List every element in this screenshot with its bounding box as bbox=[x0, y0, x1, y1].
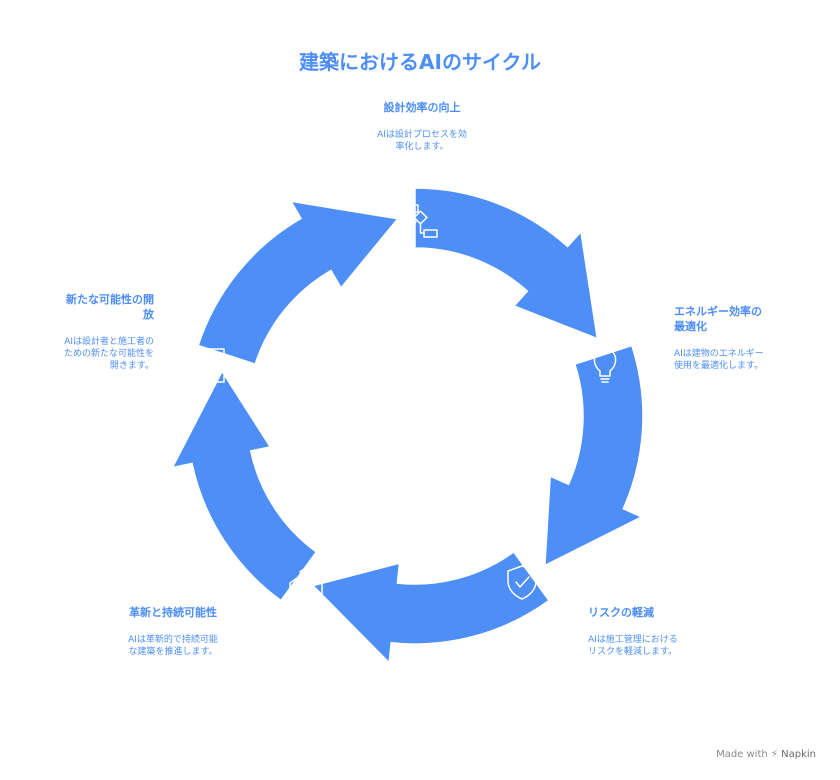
step-description: AIは革新的で持続可能 な建築を推進します。 bbox=[128, 635, 218, 657]
open-door-icon bbox=[205, 348, 239, 383]
step-heading: 設計効率の向上 bbox=[383, 101, 461, 114]
step-heading: 革新と持続可能性 bbox=[129, 606, 217, 619]
step-risk-reduction: リスクの軽減 AIは施工管理における リスクを軽減します。 bbox=[588, 605, 708, 658]
segment-energy bbox=[544, 344, 644, 567]
step-energy-efficiency: エネルギー効率の 最適化 AIは建物のエネルギー 使用を最適化します。 bbox=[674, 304, 794, 372]
eco-factory-icon bbox=[289, 563, 323, 599]
step-heading: エネルギー効率の 最適化 bbox=[674, 305, 762, 333]
step-description: AIは建物のエネルギー 使用を最適化します。 bbox=[674, 349, 764, 371]
step-description: AIは設計者と施工者の ための新たな可能性を 開きます。 bbox=[63, 337, 154, 371]
segment-risk bbox=[311, 550, 551, 665]
step-description: AIは施工管理における リスクを軽減します。 bbox=[588, 635, 678, 657]
flowchart-icon bbox=[403, 204, 438, 238]
lightbulb-icon bbox=[593, 348, 617, 383]
napkin-logo-icon: ⚡ bbox=[770, 749, 778, 760]
segment-innovation bbox=[171, 369, 318, 602]
step-description: AIは設計プロセスを効 率化します。 bbox=[377, 130, 467, 152]
segment-design bbox=[414, 187, 599, 340]
step-heading: リスクの軽減 bbox=[588, 606, 654, 619]
diagram-title: 建築におけるAIのサイクル bbox=[299, 50, 541, 74]
step-innovation-sustainability: 革新と持続可能性 AIは革新的で持続可能 な建築を推進します。 bbox=[110, 605, 236, 658]
step-heading: 新たな可能性の開 放 bbox=[66, 293, 154, 321]
segment-possibilities bbox=[197, 200, 400, 366]
made-with-napkin-footer[interactable]: Made with ⚡ Napkin bbox=[716, 749, 816, 760]
step-design-efficiency: 設計効率の向上 AIは設計プロセスを効 率化します。 bbox=[360, 100, 484, 153]
step-new-possibilities: 新たな可能性の開 放 AIは設計者と施工者の ための新たな可能性を 開きます。 bbox=[40, 292, 154, 372]
shield-check-icon bbox=[507, 565, 537, 600]
